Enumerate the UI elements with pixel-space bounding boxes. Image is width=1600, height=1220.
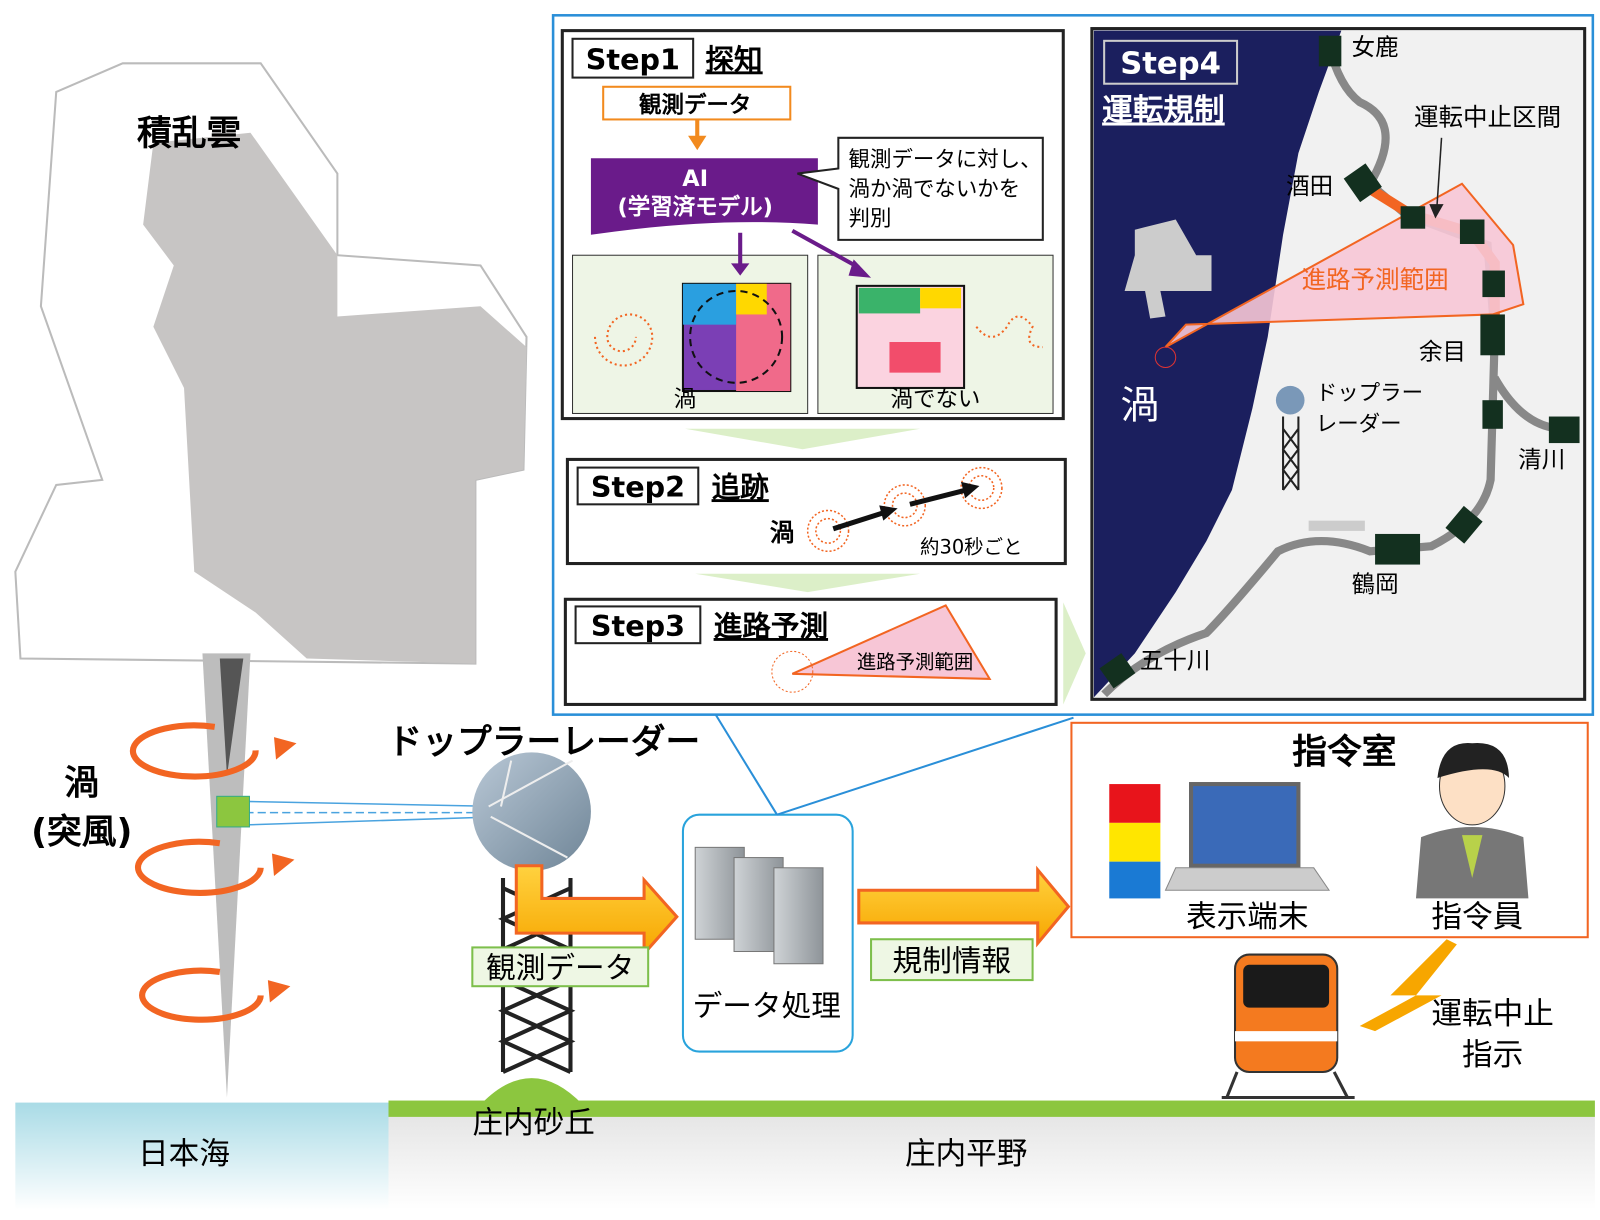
not-vortex-result-label: 渦でない: [890, 386, 980, 412]
predicted-range-fan: [791, 604, 992, 680]
step1-title: 探知: [705, 42, 762, 76]
data-processing-box: データ処理: [681, 813, 854, 1053]
rotation-arrow-icon: [129, 722, 259, 780]
obs-data-arrow: [514, 864, 679, 958]
regulation-info-label: 規制情報: [893, 944, 1012, 978]
ai-model-box: [590, 158, 818, 235]
dispatcher-label: 指令員: [1431, 900, 1523, 935]
ground: 日本海 庄内砂丘 庄内平野: [15, 1078, 1595, 1210]
rotation-arrows: [129, 722, 297, 1023]
regulation-info-arrow: [857, 865, 1071, 948]
station-label: 余目: [1419, 337, 1466, 365]
ai-callout: [797, 136, 1044, 241]
step4-range-label: 進路予測範囲: [1302, 265, 1449, 294]
data-processing-label: データ処理: [693, 989, 841, 1023]
step3-range-label: 進路予測範囲: [857, 651, 974, 674]
server-icon: [694, 846, 824, 965]
control-room: 指令室 表示端末 指令員: [1070, 721, 1589, 939]
step2-title: 追跡: [712, 470, 770, 504]
scan-volume-icon: [216, 795, 250, 828]
terminal-label: 表示端末: [1186, 900, 1309, 935]
regulation-info-badge: [870, 938, 1034, 982]
step1-input: 観測データ: [639, 91, 751, 118]
dune-label: 庄内砂丘: [472, 1106, 595, 1141]
rotation-arrow-icon: [139, 967, 264, 1023]
ai-label: AI: [682, 166, 708, 192]
step4-panel: Step4 運転規制 運転中止区間 進路予測範囲 渦 ドップラー レーダー 女鹿…: [1090, 27, 1587, 701]
step2-badge: Step2: [591, 470, 685, 504]
train-icon: [1221, 953, 1355, 1100]
step3-badge: Step3: [591, 609, 685, 643]
rotation-arrow-icon: [134, 838, 264, 896]
station-label: 酒田: [1286, 172, 1333, 200]
plain-area: [388, 1102, 1595, 1210]
dune-mound: [480, 1078, 583, 1105]
step3-panel: Step3 進路予測 進路予測範囲: [563, 597, 1058, 706]
radar-label: ドップラーレーダー: [388, 722, 701, 762]
vortex-location-icon: [1154, 346, 1177, 369]
flow-arrow: [695, 573, 921, 593]
mini-radar-icon: [1275, 385, 1305, 415]
funnel: [202, 653, 251, 1098]
grass-strip: [388, 1100, 1595, 1117]
step2-panel: Step2 追跡 渦 約30秒ごと: [565, 457, 1067, 566]
vortex-spiral-icon: [593, 313, 654, 367]
station-label: 五十川: [1140, 647, 1211, 675]
step1-badge: Step1: [586, 42, 680, 76]
step3-title: 進路予測: [714, 609, 828, 643]
gust-label: (突風): [31, 812, 132, 852]
suspended-section-label: 運転中止区間: [1414, 103, 1561, 132]
control-room-title: 指令室: [1292, 732, 1396, 773]
step4-radar-line1: ドップラー: [1316, 381, 1423, 406]
callout-line: 観測データに対し、: [849, 147, 1042, 172]
step4-title: 運転規制: [1102, 93, 1225, 128]
mini-cloud-icon: [1124, 219, 1212, 319]
stop-instruction-line1: 運転中止: [1431, 997, 1554, 1032]
dispatcher-icon: [1415, 743, 1529, 899]
radar-dish-icon: [472, 752, 591, 871]
mini-train-icon: [1308, 520, 1365, 531]
cumulonimbus-cloud: 積乱雲: [14, 62, 528, 1098]
obs-data-badge: [471, 946, 650, 988]
step2-interval: 約30秒ごと: [920, 535, 1022, 558]
cloud-label: 積乱雲: [137, 114, 241, 154]
station-label: 女鹿: [1352, 33, 1399, 61]
plain-label: 庄内平野: [905, 1137, 1028, 1172]
step1-panel: Step1 探知 観測データ AI (学習済モデル) 観測データに対し、 渦か渦…: [560, 29, 1065, 421]
flow-arrow: [1063, 602, 1086, 705]
ai-model-label: (学習済モデル): [617, 193, 772, 220]
vortex-label: 渦: [64, 763, 99, 803]
callout-line: 判別: [849, 207, 892, 232]
sea-label: 日本海: [138, 1137, 230, 1172]
vortex-result-label: 渦: [674, 386, 697, 412]
lightning-instruction-icon: [1359, 939, 1457, 1032]
step4-vortex-label: 渦: [1121, 384, 1160, 429]
obs-data-label: 観測データ: [486, 951, 634, 985]
sea-map-area: [1093, 30, 1342, 698]
step2-vortex-label: 渦: [770, 518, 795, 547]
station-label: 清川: [1518, 446, 1565, 474]
step4-radar-line2: レーダー: [1316, 412, 1402, 437]
laptop-icon: [1164, 782, 1331, 891]
sea-area: [15, 1102, 389, 1210]
step4-badge: Step4: [1120, 47, 1221, 82]
station-label: 鶴岡: [1352, 570, 1399, 598]
non-vortex-trace-icon: [975, 315, 1043, 349]
stop-instruction-line2: 指示: [1462, 1038, 1523, 1073]
station-markers: [1099, 35, 1580, 689]
signal-tower-icon: [1109, 784, 1161, 899]
flow-arrow: [684, 428, 921, 450]
predicted-range-fan: [1164, 182, 1525, 349]
callout-line: 渦か渦でないかを: [849, 177, 1021, 202]
